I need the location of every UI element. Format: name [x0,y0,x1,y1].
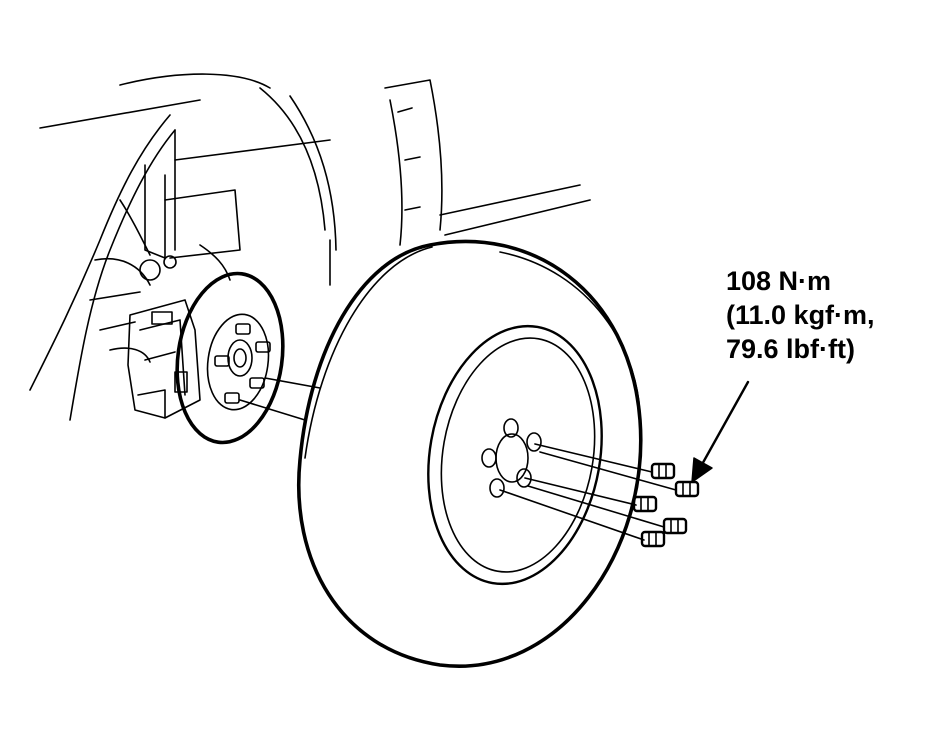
lug-nut [650,462,676,480]
lug-nut [640,530,666,548]
lug-nut [674,480,700,498]
tire-wheel [297,239,643,668]
lug-nut [662,517,688,535]
torque-spec-nm: 108 N·m [726,266,832,296]
torque-spec-lbfft: 79.6 lbf·ft) [726,334,856,364]
torque-spec-label: 108 N·m (11.0 kgf·m, 79.6 lbf·ft) [726,264,875,366]
lug-nut [632,495,658,513]
callout-arrow [691,380,750,483]
wheel-studs [214,323,271,404]
lug-nuts [632,462,700,548]
alignment-lines [239,377,321,421]
lug-nut-guides [499,443,677,541]
torque-spec-kgfm: (11.0 kgf·m, [726,300,875,330]
lug-holes [481,418,542,498]
brake-rotor [175,271,285,445]
vehicle-body [29,73,591,421]
